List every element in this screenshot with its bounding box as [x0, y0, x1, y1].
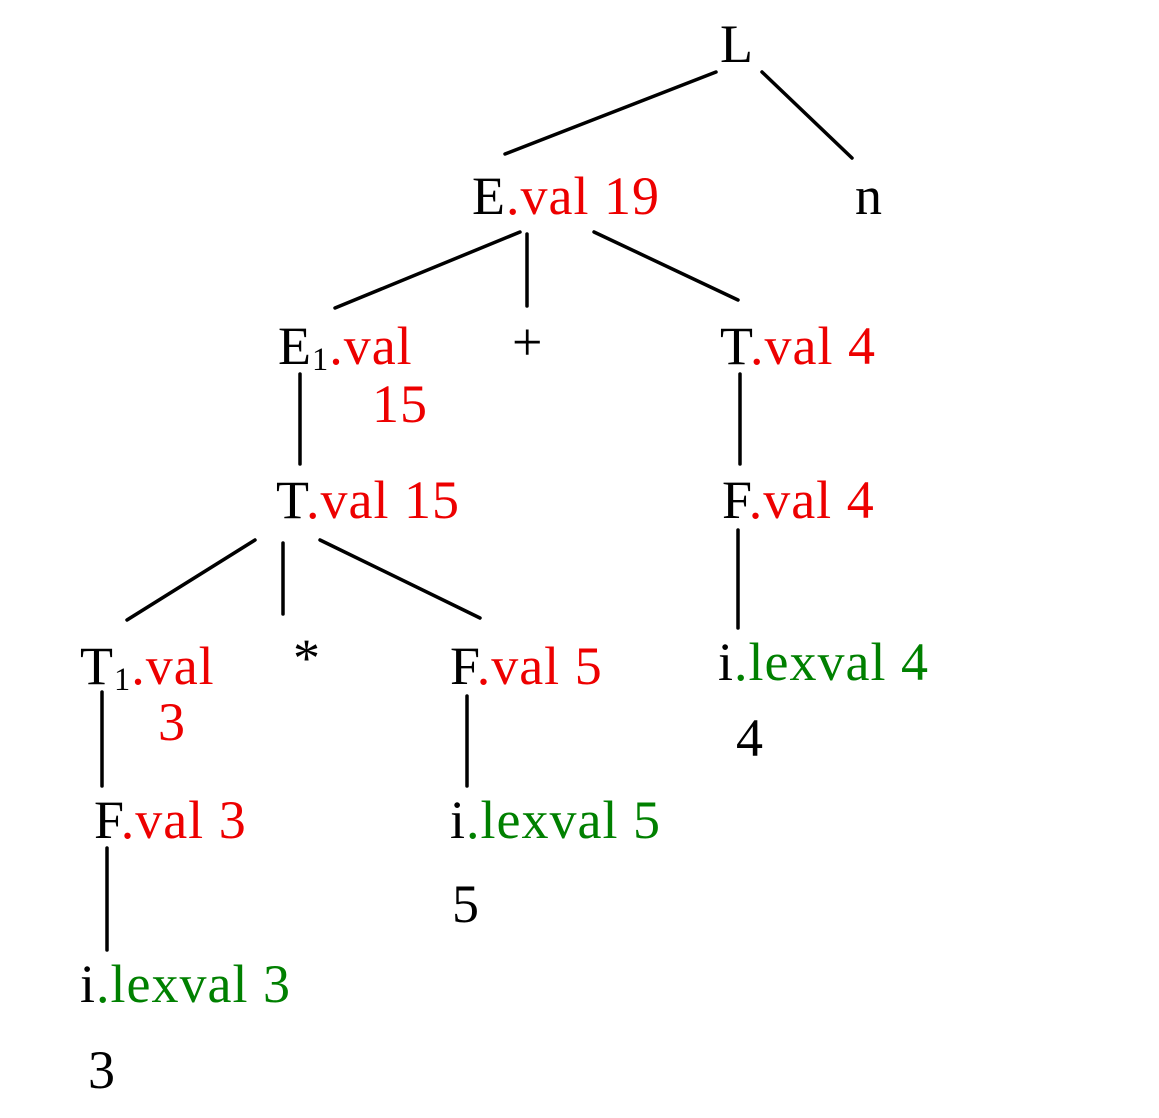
tree-node-F-val-3: F.val 3: [94, 792, 247, 849]
node-segment-node: +: [512, 312, 544, 372]
node-segment-node: i: [80, 954, 97, 1014]
tree-node-T-val-4: T.val 4: [720, 318, 876, 375]
node-segment-node-subscript: 1: [114, 661, 132, 698]
tree-node-F-val-5: F.val 5: [450, 638, 603, 695]
node-segment-node: i: [450, 790, 467, 850]
tree-node-T-val-15: T.val 15: [276, 472, 460, 529]
node-segment-node: T: [80, 636, 114, 696]
node-segment-node: E: [278, 316, 312, 376]
tree-node-E1-val-15: 15: [372, 376, 428, 433]
node-segment-lexval: .lexval 4: [734, 632, 929, 692]
tree-node-T1-val: T1.val: [80, 638, 215, 697]
tree-node-i-lexval-5: i.lexval 5: [450, 792, 661, 849]
node-segment-node: F: [722, 470, 749, 530]
tree-node-E1-val: E1.val: [278, 318, 413, 377]
tree-edge-T15-T1: [125, 538, 257, 622]
node-segment-val: .val 5: [476, 636, 603, 696]
tree-node-digit-4: 4: [736, 710, 764, 767]
node-segment-val: .val 15: [305, 470, 460, 530]
node-segment-val: .val 3: [120, 790, 247, 850]
node-segment-val: .val 4: [749, 316, 876, 376]
tree-node-digit-5: 5: [452, 876, 480, 933]
node-segment-val: .val 19: [506, 166, 660, 226]
tree-edge-L-E: [503, 70, 718, 156]
tree-node-F-val-4: F.val 4: [722, 472, 875, 529]
tree-node-i-lexval-4: i.lexval 4: [718, 634, 929, 691]
node-segment-node-subscript: 1: [312, 341, 330, 378]
node-segment-lexval: .lexval 3: [96, 954, 291, 1014]
node-segment-node: *: [293, 628, 321, 688]
tree-node-plus: +: [512, 314, 543, 371]
node-segment-val: 3: [158, 692, 186, 752]
tree-edge-T15-F5: [318, 538, 482, 620]
tree-node-L: L: [720, 16, 754, 73]
node-segment-node: 3: [88, 1040, 116, 1100]
tree-node-T1-val-3: 3: [158, 694, 186, 751]
node-segment-lexval: .lexval 5: [466, 790, 661, 850]
tree-node-star: *: [293, 630, 321, 687]
node-segment-node: T: [720, 316, 750, 376]
tree-edge-E-E1: [333, 230, 522, 310]
node-segment-val: .val: [131, 636, 215, 696]
node-segment-val: 15: [372, 374, 428, 434]
tree-node-n: n: [855, 168, 883, 225]
node-segment-node: F: [94, 790, 121, 850]
node-segment-node: F: [450, 636, 477, 696]
node-segment-node: 4: [736, 708, 764, 768]
node-segment-node: T: [276, 470, 306, 530]
tree-node-E-val-19: E.val 19: [472, 168, 660, 225]
tree-node-digit-3: 3: [88, 1042, 116, 1099]
node-segment-node: E: [472, 166, 506, 226]
tree-edge-E-T: [592, 230, 740, 302]
node-segment-val: .val 4: [748, 470, 875, 530]
tree-node-i-lexval-3: i.lexval 3: [80, 956, 291, 1013]
node-segment-node: 5: [452, 874, 480, 934]
node-segment-node: i: [718, 632, 735, 692]
node-segment-node: L: [720, 14, 754, 74]
node-segment-val: .val: [329, 316, 413, 376]
tree-edge-L-n: [760, 70, 854, 160]
node-segment-node: n: [855, 166, 883, 226]
